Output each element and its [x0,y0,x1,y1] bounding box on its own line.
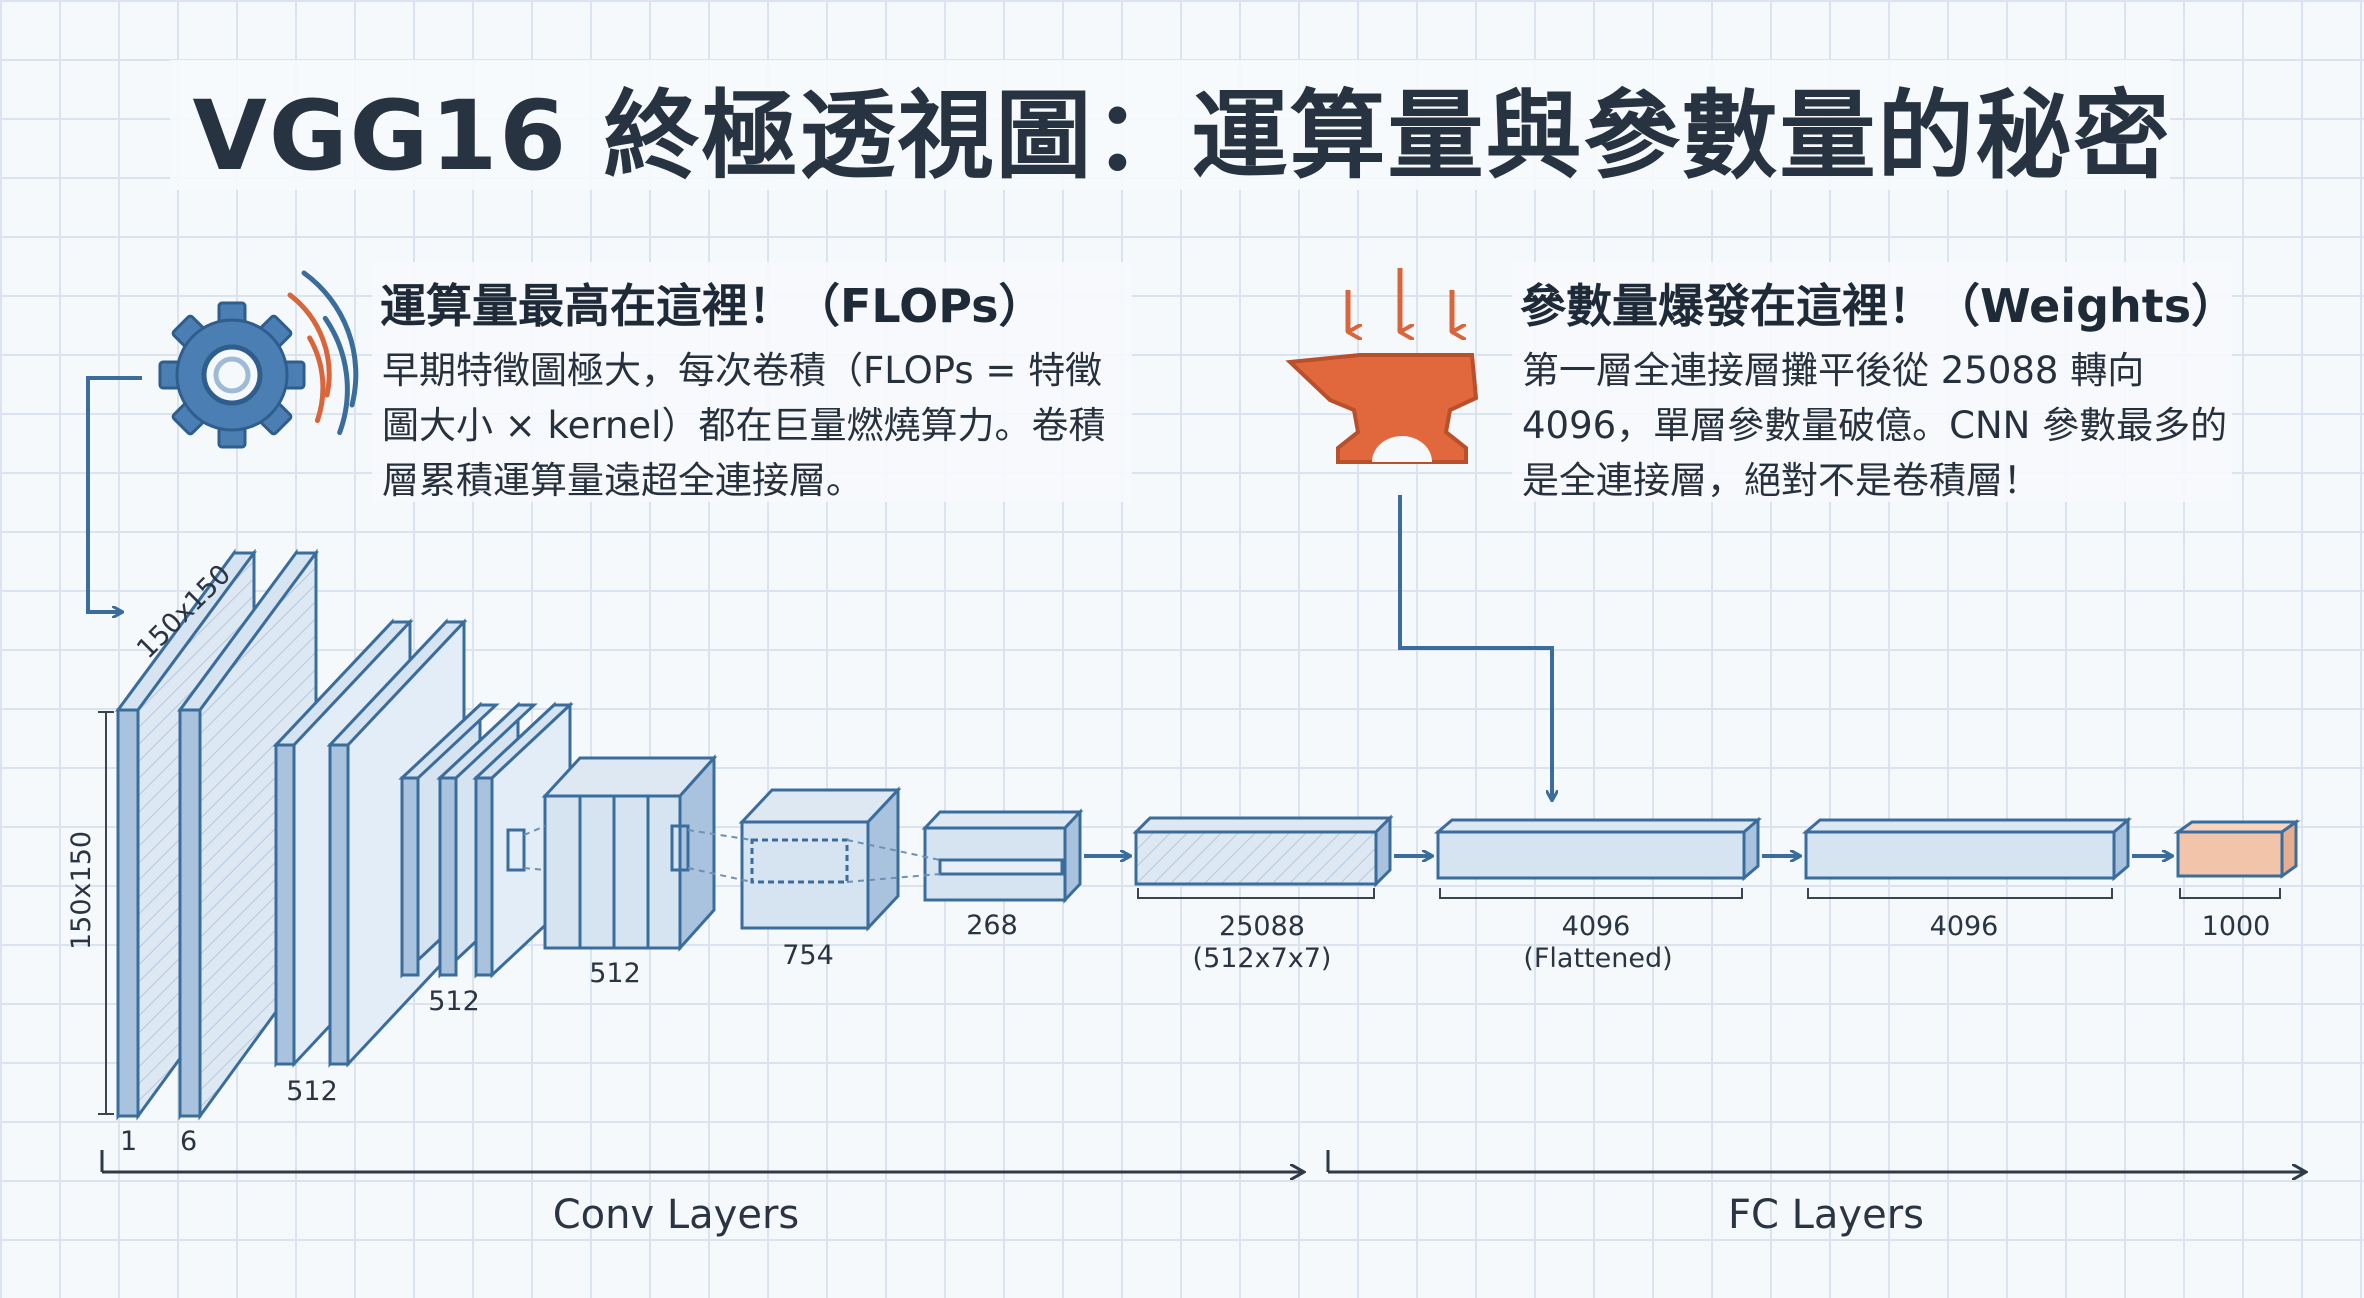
output-value-label: 1000 [2202,911,2271,942]
fc-layers-bracket [1326,1150,2306,1172]
conv-block-3 [398,701,574,979]
width-brackets [1137,888,2281,899]
anvil-icon [1285,268,1479,464]
right-callout-line: 是全連接層，絕對不是卷積層！ [1522,459,2040,502]
left-callout-heading: 運算量最高在這裡！（FLOPs） [380,279,1045,333]
flatten-block [1132,814,1394,888]
right-connector-arrow [1398,495,1552,800]
fc2-block [1801,816,2133,882]
block4-label: 512 [589,958,641,989]
right-callout-heading: 參數量爆發在這裡！（Weights） [1520,279,2238,333]
left-callout-line: 層累積運算量遠超全連接層。 [382,459,863,502]
fc2-value-label: 4096 [1930,911,1999,942]
right-callout-body: 第一層全連接層攤平後從 25088 轉向 4096，單層參數量破億。CNN 參數… [1522,343,2282,508]
fc1-note-label: (Flattened) [1523,943,1672,974]
output-block [2173,819,2301,879]
conv1-label-b: 6 [180,1126,197,1157]
flatten-shape-label: (512x7x7) [1193,943,1332,974]
left-callout-background [372,262,1132,502]
right-callout-background [1512,262,2232,502]
fc1-block [1433,816,1763,882]
page-title: VGG16 終極透視圖：運算量與參數量的秘密 [192,80,2172,192]
block5-label: 754 [782,940,834,971]
conv-block-6 [921,808,1084,904]
right-callout-line: 4096，單層參數量破億。CNN 參數最多的 [1522,404,2228,447]
flatten-value-label: 25088 [1219,911,1305,942]
conv-layers-bracket [100,1150,1304,1172]
title-background [170,60,2170,190]
conv-layers-label: Conv Layers [553,1192,800,1238]
conv-block-1 [115,548,319,1121]
conv1-label-a: 1 [120,1126,137,1157]
left-connector-arrow [86,376,142,612]
projection-lines [523,825,941,883]
left-callout-line: 圖大小 × kernel）都在巨量燃燒算力。卷積 [382,404,1106,447]
conv-block-5 [738,786,902,932]
fc-layers-label: FC Layers [1728,1192,1924,1238]
input-side-label: 150x150 [66,831,97,950]
block6-label: 268 [966,910,1018,941]
block2-label: 512 [286,1076,338,1107]
conv-block-4 [541,754,718,952]
gear-icon [158,270,359,449]
input-height-marker [98,711,114,1115]
fc1-value-label: 4096 [1562,911,1631,942]
block3-label: 512 [428,986,480,1017]
left-callout-line: 早期特徵圖極大，每次卷積（FLOPs = 特徵 [382,349,1103,392]
left-callout-body: 早期特徵圖極大，每次卷積（FLOPs = 特徵 圖大小 × kernel）都在巨… [382,343,1142,508]
right-callout-line: 第一層全連接層攤平後從 25088 轉向 [1522,349,2145,392]
